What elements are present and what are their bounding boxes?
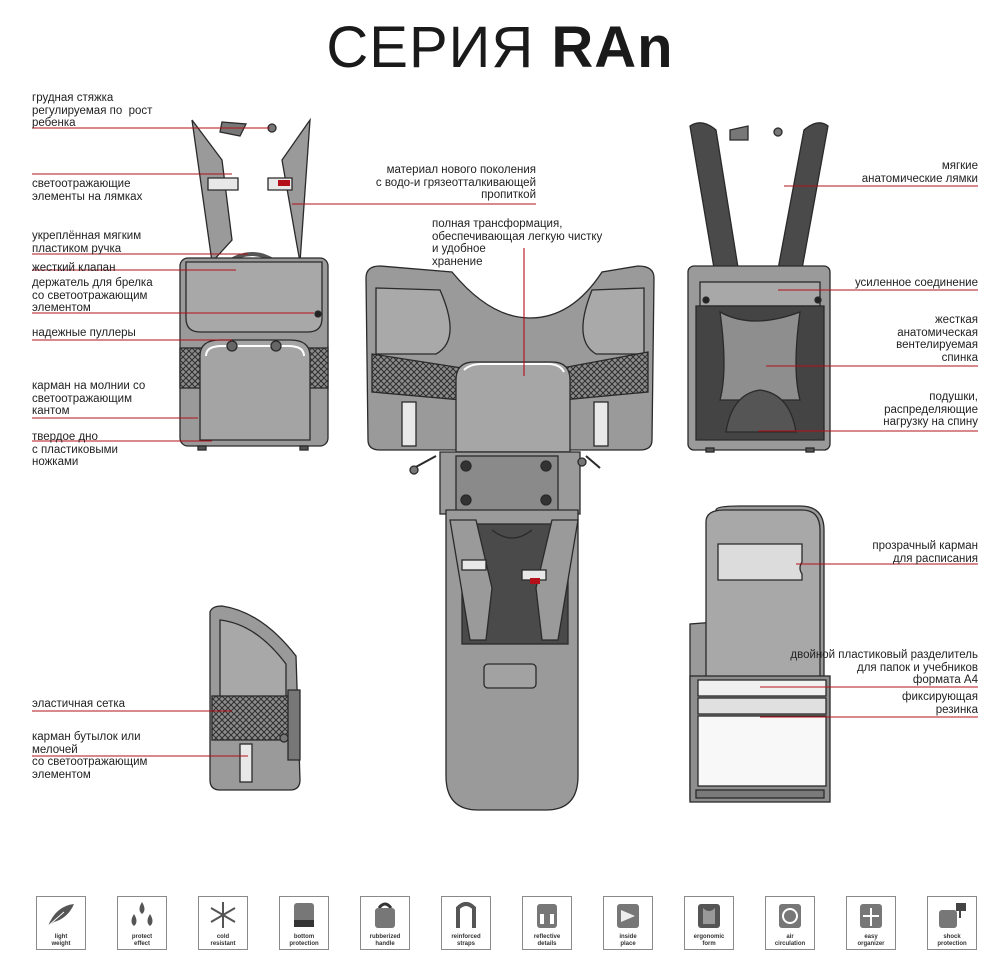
label-hard-bottom: твердое дно с пластиковыми ножками xyxy=(32,431,118,468)
air-icon: air circulation xyxy=(765,896,815,950)
brand-name: RAn xyxy=(551,15,674,80)
label-transformation: полная трансформация, обеспечивающая лег… xyxy=(432,218,603,268)
handle-icon: rubberized handle xyxy=(360,896,410,950)
label-soft-straps: мягкие анатомические лямки xyxy=(861,160,978,185)
drops-icon: protect effect xyxy=(117,896,167,950)
label-pullers: надежные пуллеры xyxy=(32,327,136,339)
shock-icon: shock protection xyxy=(927,896,977,950)
organizer-icon: easy organizer xyxy=(846,896,896,950)
label-back-pads: подушки, распределяющие нагрузку на спин… xyxy=(883,391,978,428)
label-elastic-mesh: эластичная сетка xyxy=(32,698,126,710)
label-zip-pocket: карман на молнии со светоотражающим кант… xyxy=(32,380,146,417)
label-bottle-pocket: карман бутылок или мелочей со светоотраж… xyxy=(32,731,148,781)
label-keyholder: держатель для брелка со светоотражающим … xyxy=(32,277,153,314)
front-backpack xyxy=(179,117,329,451)
label-fixing-band: фиксирующая резинка xyxy=(902,691,978,716)
straps-icon: reinforced straps xyxy=(441,896,491,950)
inside-place-icon: inside place xyxy=(603,896,653,950)
feature-icons: light weight protect effect cold resista… xyxy=(36,896,982,952)
feather-icon: light weight xyxy=(36,896,86,950)
snowflake-icon: cold resistant xyxy=(198,896,248,950)
back-backpack xyxy=(687,122,831,453)
label-material: материал нового поколения с водо-и грязе… xyxy=(375,164,536,201)
unfolded-backpack xyxy=(365,265,655,811)
reflective-icon: reflective details xyxy=(522,896,572,950)
side-backpack xyxy=(209,605,301,791)
bottom-icon: bottom protection xyxy=(279,896,329,950)
label-schedule-pocket: прозрачный карман для расписания xyxy=(872,540,978,565)
label-divider: двойной пластиковый разделитель для папо… xyxy=(790,649,978,686)
open-backpack xyxy=(689,505,831,803)
label-reinforced-joint: усиленное соединение xyxy=(854,277,978,289)
ergonomic-icon: ergonomic form xyxy=(684,896,734,950)
label-reflective-straps: светоотражающие элементы на лямках xyxy=(32,178,143,203)
label-chest-strap: грудная стяжка регулируемая по рост ребе… xyxy=(32,92,153,129)
page-title: СЕРИЯ RAn xyxy=(326,15,674,80)
label-ventilated-back: жесткая анатомическая вентелируемая спин… xyxy=(896,314,978,364)
callout-lines xyxy=(32,127,978,757)
label-rigid-flap: жесткий клапан xyxy=(32,262,116,274)
label-handle: укреплённая мягким пластиком ручка xyxy=(32,230,142,255)
